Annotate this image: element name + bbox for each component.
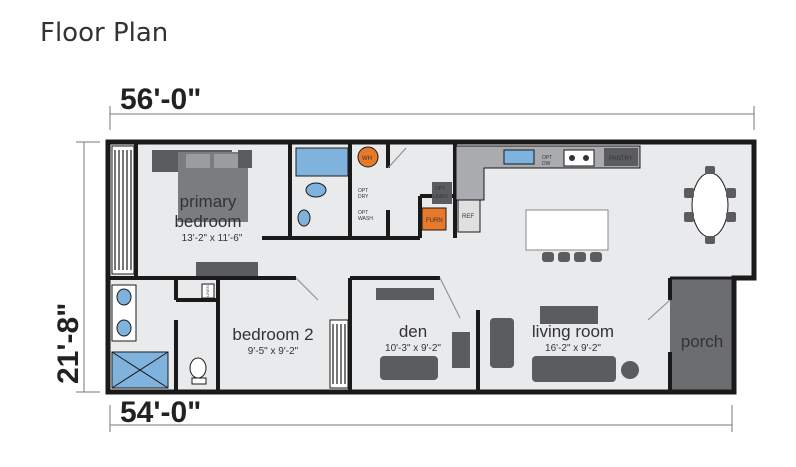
- porch-area: [670, 278, 734, 392]
- opt-linen-label-1: OPT: [435, 186, 445, 192]
- opt-wash-label-1: OPT: [358, 210, 368, 216]
- den-sofa: [380, 356, 438, 380]
- page-title: Floor Plan: [40, 18, 169, 48]
- bedroom2-label: bedroom 2: [232, 325, 313, 344]
- burner-icon: [583, 155, 589, 161]
- porch-door: [647, 299, 671, 321]
- side-table: [621, 361, 639, 379]
- dimension-left: 21'-8": [52, 141, 100, 393]
- ref-label: REF: [462, 214, 474, 220]
- primary-closet: [111, 145, 135, 275]
- water-heater-icon: [357, 146, 379, 168]
- bedroom2-closet: [329, 319, 349, 389]
- bottom-width-label: 54'-0": [120, 396, 201, 429]
- armchair: [490, 318, 514, 368]
- sink: [297, 209, 311, 227]
- primary-bedroom-label-line2: bedroom: [174, 212, 241, 231]
- den-size: 10'-3" x 9'-2": [385, 343, 441, 354]
- linen-label: LINEN: [205, 285, 210, 297]
- den-desk: [376, 288, 434, 300]
- opt-dry-label-1: OPT: [358, 188, 368, 194]
- dining-table: [691, 172, 729, 238]
- opt-linen-cabinet: [432, 182, 452, 204]
- primary-bedroom-label-line1: primary: [180, 192, 237, 211]
- bathtub: [295, 147, 349, 177]
- primary-bedroom-size: 13'-2" x 11'-6": [182, 233, 243, 244]
- den-chair: [452, 332, 470, 368]
- range: [563, 149, 595, 167]
- opt-linen-label-2: LINEN: [433, 194, 448, 200]
- living-sofa: [532, 356, 616, 382]
- linen-closet: [201, 283, 215, 299]
- dimension-top: 56'-0": [109, 83, 755, 130]
- bar-stools: [542, 252, 602, 262]
- laundry-door: [387, 147, 407, 169]
- pantry-label: PANTRY: [609, 156, 633, 162]
- furn-label: FURN: [426, 218, 443, 224]
- opt-dw-label-2: DW: [542, 161, 551, 167]
- sink-left-2: [116, 319, 132, 337]
- top-width-label: 56'-0": [120, 83, 201, 116]
- bedroom2-size: 9'-5" x 9'-2": [248, 346, 299, 357]
- dining-chairs: [684, 166, 736, 244]
- dimension-bottom: 54'-0": [109, 396, 733, 432]
- toilet-2: [189, 357, 207, 379]
- primary-bed: [152, 150, 258, 276]
- sink-left-1: [116, 288, 132, 306]
- living-room-size: 16'-2" x 9'-2": [545, 343, 601, 354]
- kitchen-island: [525, 209, 609, 251]
- wh-label: WH: [362, 156, 372, 162]
- bedroom-door: [295, 277, 319, 301]
- burner-icon: [569, 155, 575, 161]
- tv-console: [540, 306, 598, 324]
- den-door: [439, 277, 461, 319]
- opt-dw-label-1: OPT: [542, 155, 552, 161]
- opt-wash-label-2: WASH: [358, 216, 373, 222]
- porch-notch: [734, 278, 754, 392]
- house-shell: WH OPT DRY OPT WASH OPT LINEN FURN REF O…: [105, 139, 757, 395]
- opt-dry-label-2: DRY: [358, 194, 369, 200]
- pantry: [604, 148, 638, 166]
- toilet: [305, 182, 327, 198]
- den-label: den: [399, 322, 427, 341]
- kitchen-sink: [503, 149, 535, 165]
- furnace-icon: [421, 207, 447, 231]
- porch-label: porch: [681, 332, 724, 351]
- depth-label: 21'-8": [52, 303, 85, 384]
- dresser: [196, 262, 258, 276]
- living-room-label: living room: [532, 322, 614, 341]
